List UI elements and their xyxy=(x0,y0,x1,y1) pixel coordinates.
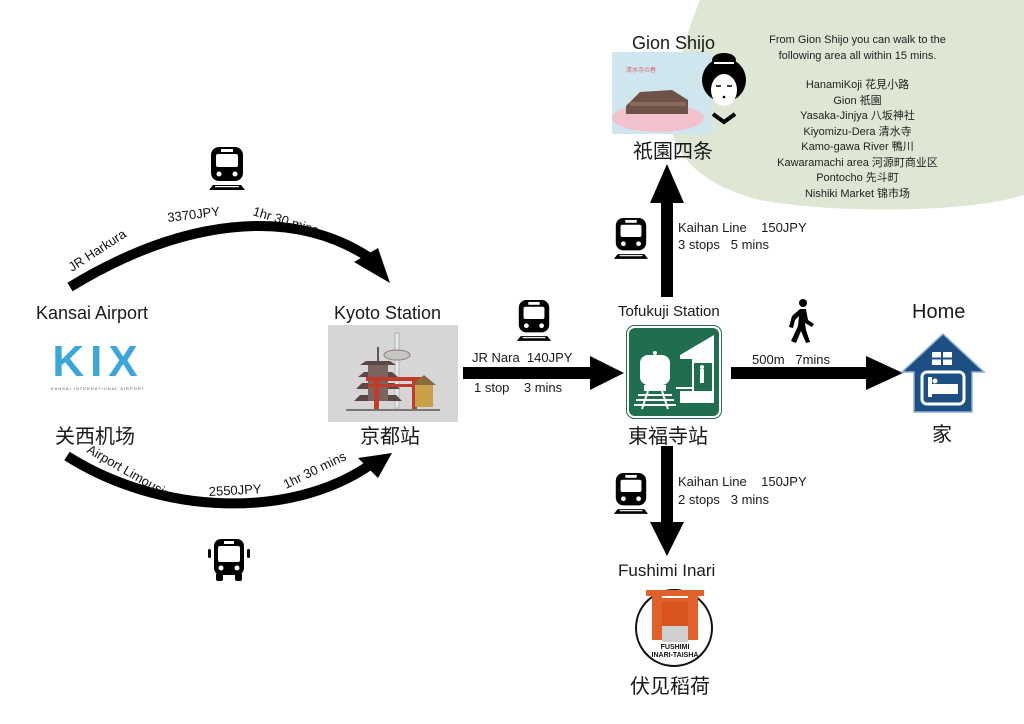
gion-shijo-label: Gion Shijo xyxy=(632,33,716,53)
arrow-walk-home xyxy=(731,356,903,390)
kix-logo-subtitle: KANSAI INTERNATIONAL AIRPORT xyxy=(51,386,145,391)
limousine-price-label: 2550JPY xyxy=(208,481,262,499)
fushimi-badge-line2: INARI-TAISHA xyxy=(652,652,699,659)
fushimi-inari-badge: FUSHIMI INARI-TAISHA xyxy=(635,589,713,667)
gion-info-place: HanamiKoji 花見小路 xyxy=(805,79,910,91)
limousine-line-label: Airport Limousine xyxy=(85,442,180,506)
fushimi-badge-line1: FUSHIMI xyxy=(661,644,690,651)
kansai-airport-cn-label: 关西机场 xyxy=(55,424,135,448)
gion-shijo-image: 清水寺の春 xyxy=(612,52,746,134)
home-icon xyxy=(900,332,986,413)
tofukuji-station-sign xyxy=(626,325,722,419)
kansai-airport-label: Kansai Airport xyxy=(36,303,149,323)
jr-nara-line-price: JR Nara 140JPY xyxy=(472,350,573,365)
gion-info-place: Gion 祇園 xyxy=(833,94,882,107)
gion-shijo-cn-label: 祇園四条 xyxy=(633,139,713,163)
gion-info-panel: From Gion Shijo you can walk to the foll… xyxy=(750,33,965,202)
kyoto-station-label: Kyoto Station xyxy=(334,303,442,323)
jr-nara-stops-time: 1 stop 3 mins xyxy=(474,380,563,395)
kix-logo-text: KIX xyxy=(52,337,144,386)
train-icon xyxy=(613,473,649,514)
walk-distance-time: 500m 7mins xyxy=(752,352,831,367)
gion-info-intro-2: following area all within 15 mins. xyxy=(778,49,937,62)
kaihan-south-stops-time: 2 stops 3 mins xyxy=(678,492,770,507)
kyoto-station-image xyxy=(328,325,458,422)
gion-info-place: Pontocho 先斗町 xyxy=(816,172,899,184)
limousine-time-label: 1hr 30 mins xyxy=(281,448,349,491)
gion-info-intro-1: From Gion Shijo you can walk to the xyxy=(769,34,946,46)
kaihan-south-line-price: Kaihan Line 150JPY xyxy=(678,474,807,489)
arrow-kaihan-north xyxy=(650,164,684,297)
arrow-limousine xyxy=(64,451,392,509)
gion-info-place: Nishiki Market 锦市场 xyxy=(804,187,911,200)
tofukuji-station-cn-label: 東福寺站 xyxy=(628,424,708,448)
train-icon xyxy=(613,218,649,259)
arrow-jr-nara xyxy=(463,356,624,390)
kyoto-station-cn-label: 京都站 xyxy=(360,424,420,448)
gion-info-place: Yasaka-Jinjya 八坂神社 xyxy=(800,110,915,122)
home-cn-label: 家 xyxy=(932,422,952,446)
gion-info-place: Kamo-gawa River 鴨川 xyxy=(801,141,914,153)
train-icon xyxy=(516,300,552,341)
jr-harkura-time-label: 1hr 30 mins xyxy=(251,204,321,238)
gion-info-place: Kawaramachi area 河源町商业区 xyxy=(777,156,938,169)
kix-logo: KIX KANSAI INTERNATIONAL AIRPORT xyxy=(40,337,156,392)
fushimi-inari-label: Fushimi Inari xyxy=(618,561,716,580)
train-icon xyxy=(209,147,245,190)
jr-harkura-line-label: JR Harkura xyxy=(65,226,129,275)
arrow-kaihan-south xyxy=(650,446,684,556)
arrow-jr-harkura xyxy=(67,221,390,292)
kaihan-north-stops-time: 3 stops 5 mins xyxy=(678,237,770,252)
kaihan-north-line-price: Kaihan Line 150JPY xyxy=(678,220,807,235)
tofukuji-station-label: Tofukuji Station xyxy=(618,303,720,320)
home-label: Home xyxy=(912,301,966,323)
walking-person-icon xyxy=(789,299,814,343)
jr-harkura-price-label: 3370JPY xyxy=(167,204,222,225)
svg-text:清水寺の春: 清水寺の春 xyxy=(626,66,656,74)
fushimi-inari-cn-label: 伏见稻荷 xyxy=(630,674,710,698)
bus-icon xyxy=(208,539,250,581)
gion-info-place: Kiyomizu-Dera 清水寺 xyxy=(803,125,912,138)
